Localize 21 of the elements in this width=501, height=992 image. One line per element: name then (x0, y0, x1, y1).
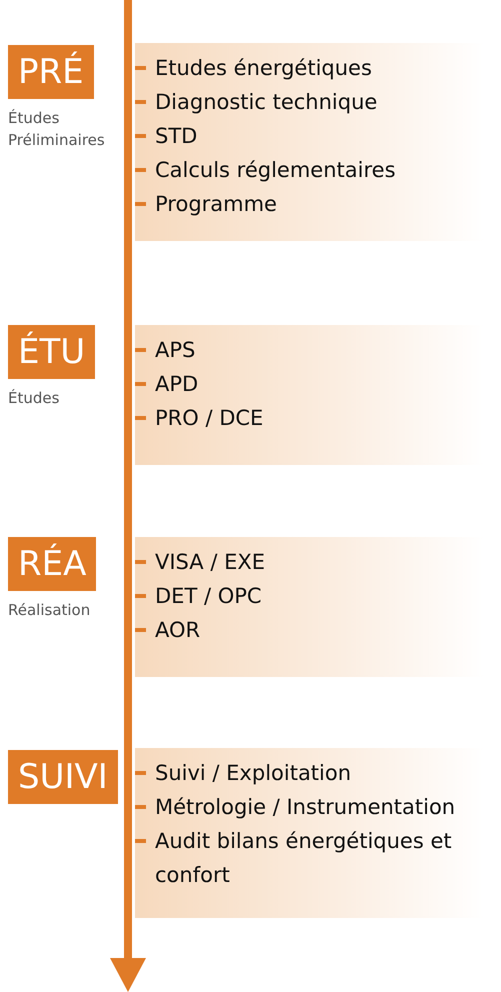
list-item: AOR (155, 617, 202, 644)
list-item: APS (155, 337, 196, 364)
list-item: Audit bilans énergétiques et confort (155, 828, 453, 889)
phase-tab: SUIVI (8, 750, 118, 804)
list-item: VISA / EXE (155, 549, 266, 576)
phase-tab: PRÉ (8, 45, 94, 99)
list-item: STD (155, 123, 198, 150)
list-item: Suivi / Exploitation (155, 760, 352, 787)
phase-tab: RÉA (8, 537, 96, 591)
list-item: PRO / DCE (155, 405, 264, 432)
list-item: Calculs réglementaires (155, 157, 397, 184)
list-item: DET / OPC (155, 583, 263, 610)
list-item: Programme (155, 191, 278, 218)
list-item: Diagnostic technique (155, 89, 378, 116)
phase-tab: ÉTU (8, 325, 96, 379)
phase-caption: Réalisation (8, 600, 92, 621)
phase-caption: Études Préliminaires (8, 108, 106, 151)
list-item: Etudes énergétiques (155, 55, 373, 82)
list-item: Métrologie / Instrumentation (155, 794, 456, 821)
list-item: APD (155, 371, 200, 398)
phase-caption: Études (8, 388, 60, 409)
